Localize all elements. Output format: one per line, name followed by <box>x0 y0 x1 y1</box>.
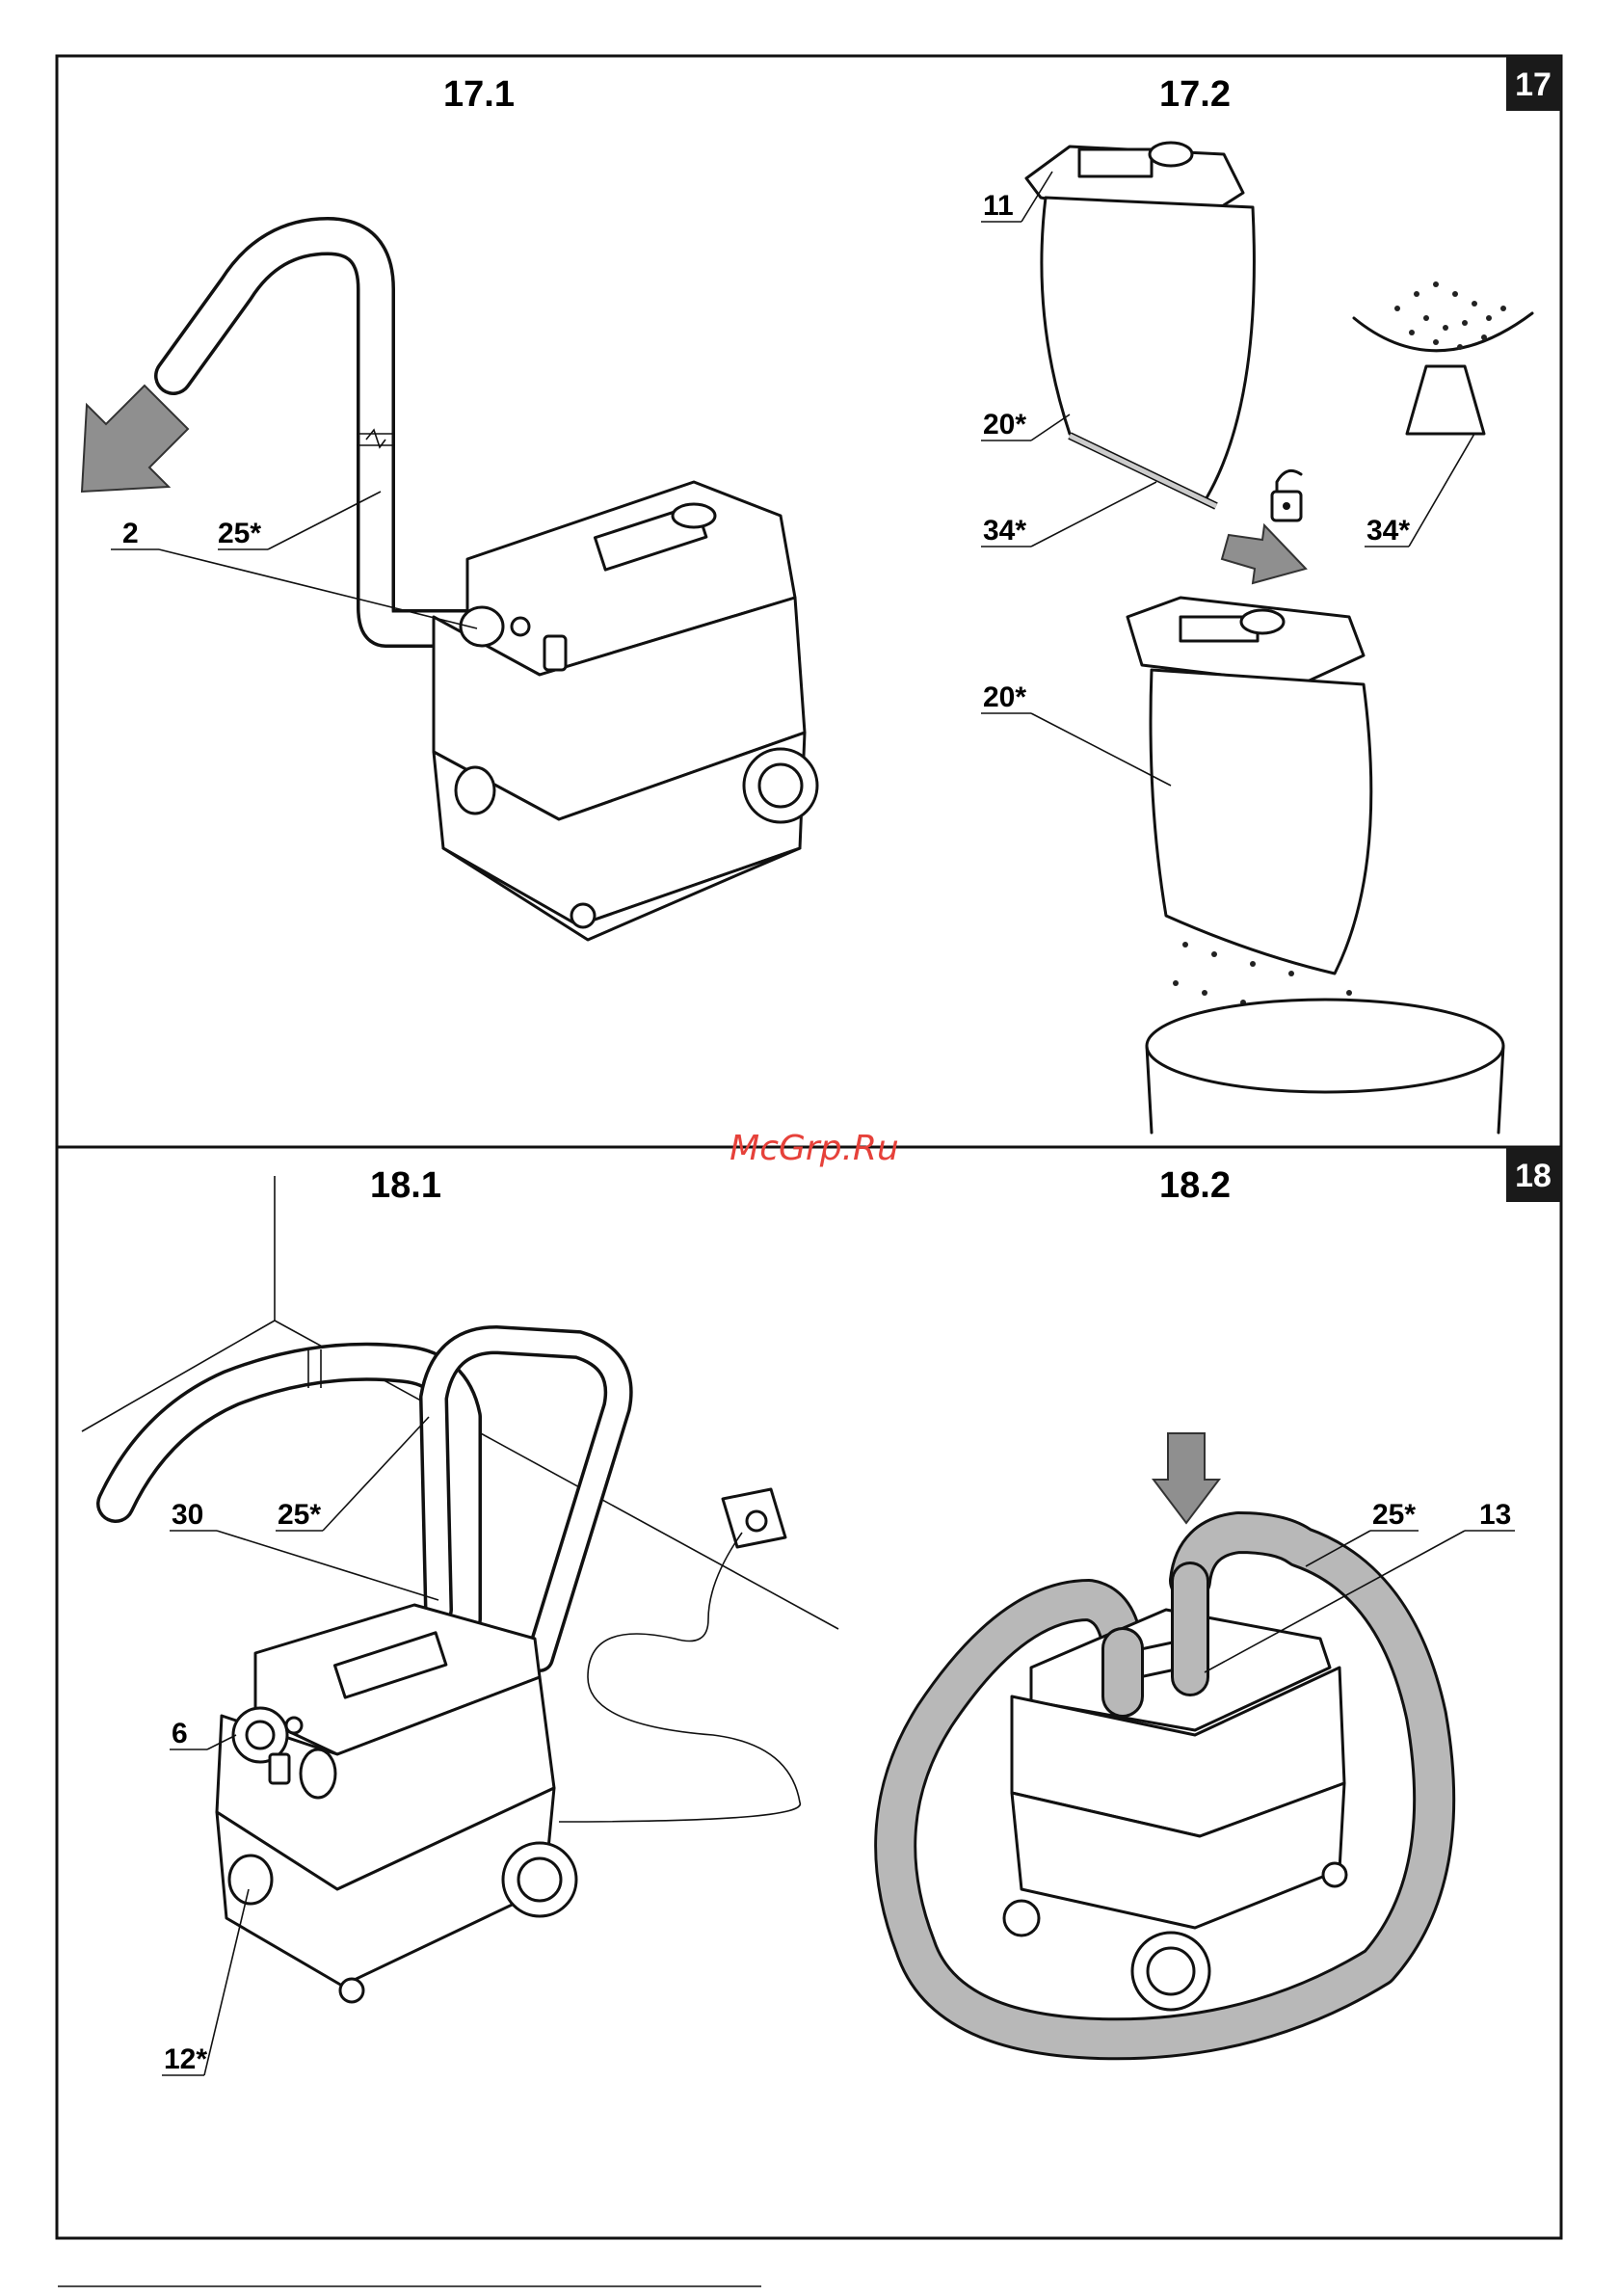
callout-25-star-17-1: 25* <box>218 518 261 549</box>
illustration-17-1 <box>82 214 864 940</box>
arrow-down-icon <box>1154 1433 1219 1523</box>
callout-12-star: 12* <box>164 2043 207 2075</box>
unlock-icon <box>1272 470 1301 521</box>
section-badge-17: 17 <box>1506 56 1561 111</box>
illustration-18-2 <box>895 1433 1434 2039</box>
callout-11: 11 <box>983 190 1014 222</box>
illustration-17-2 <box>1026 143 1532 1133</box>
svg-text:17: 17 <box>1515 67 1552 103</box>
callout-34-star-clip: 34* <box>1366 515 1410 547</box>
callout-2: 2 <box>122 518 139 549</box>
panel-title-18-2: 18.2 <box>1159 1165 1231 1206</box>
callout-6: 6 <box>172 1718 188 1749</box>
panel-title-17-1: 17.1 <box>443 74 515 115</box>
section-badge-18: 18 <box>1506 1147 1561 1202</box>
callout-20-star-upper: 20* <box>983 409 1026 441</box>
watermark: McGrp.Ru <box>729 1129 899 1168</box>
illustration-18-1 <box>82 1176 838 2002</box>
panel-title-17-2: 17.2 <box>1159 74 1231 115</box>
callout-30: 30 <box>172 1499 203 1531</box>
callout-13: 13 <box>1479 1499 1511 1531</box>
panel-title-18-1: 18.1 <box>370 1165 441 1206</box>
callout-20-star-lower: 20* <box>983 681 1026 713</box>
svg-text:18: 18 <box>1515 1158 1552 1194</box>
callout-34-star-bag: 34* <box>983 515 1026 547</box>
callout-25-star-18-1: 25* <box>278 1499 321 1531</box>
arrow-down-left-icon <box>82 386 188 492</box>
arrow-down-right-icon <box>1222 525 1306 583</box>
callout-25-star-18-2: 25* <box>1372 1499 1416 1531</box>
